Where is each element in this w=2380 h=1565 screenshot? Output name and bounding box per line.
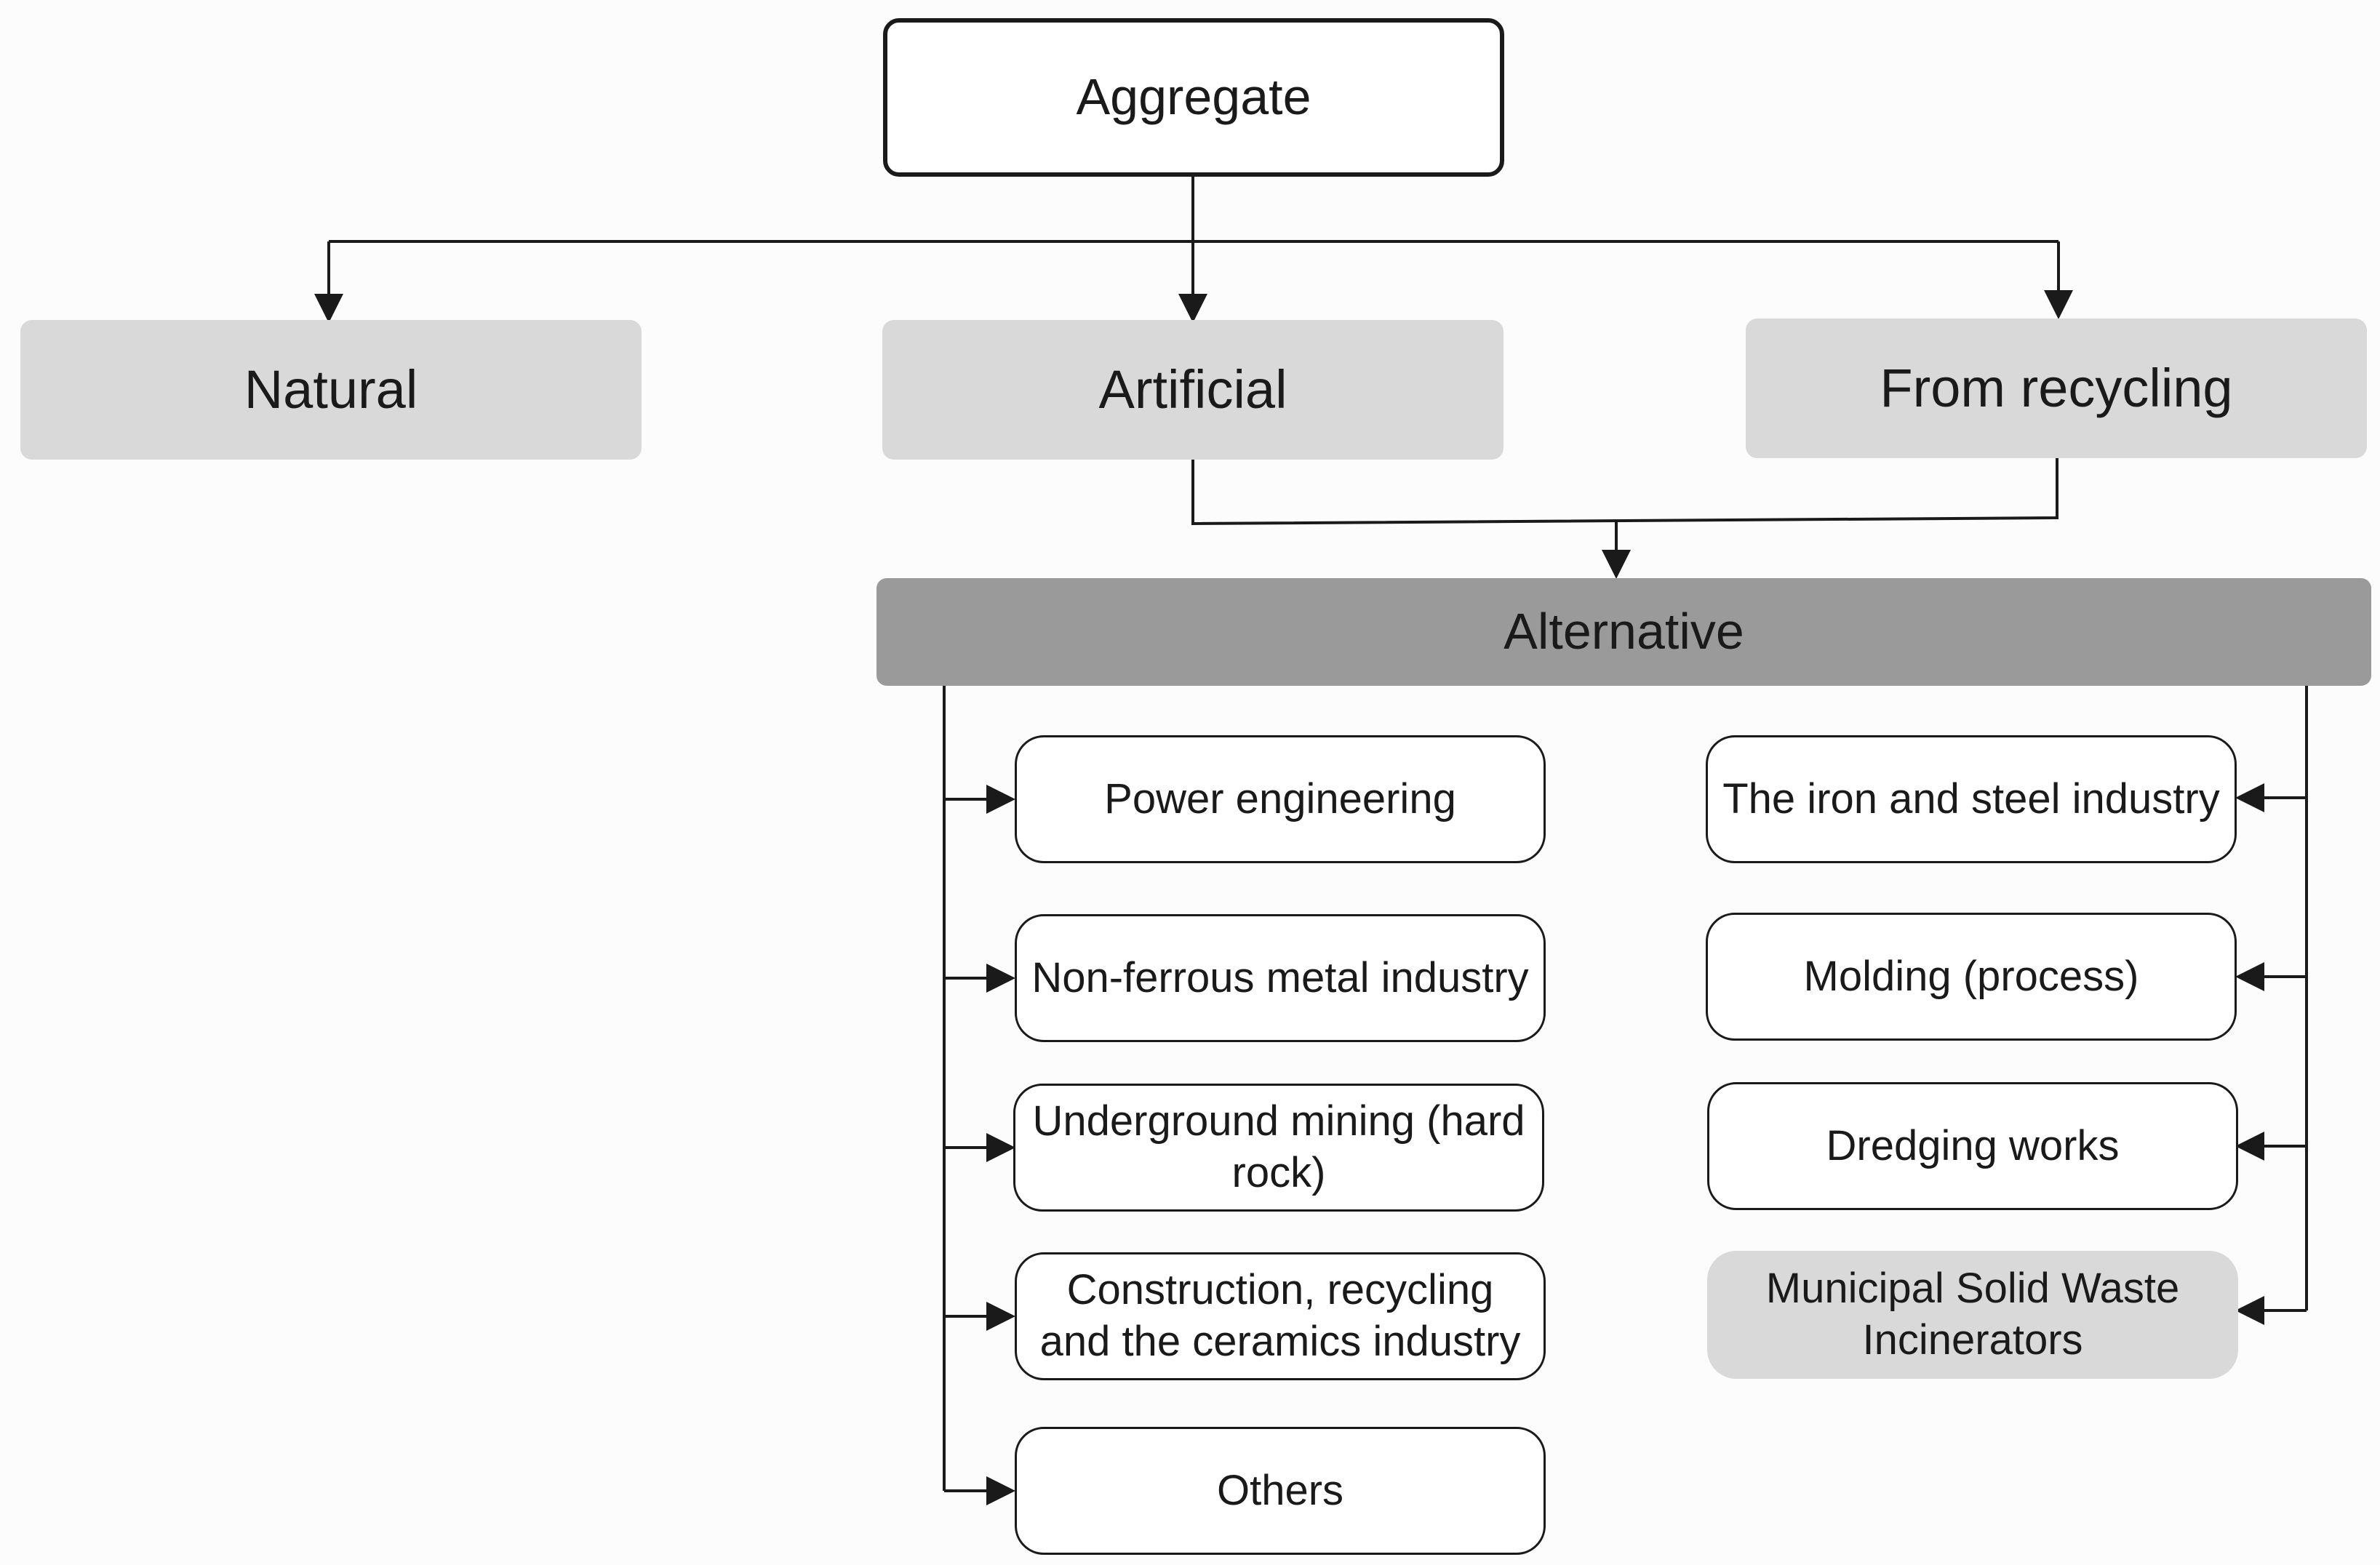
source-others: Others — [1015, 1427, 1546, 1555]
source-power-engineering: Power engineering — [1015, 735, 1546, 863]
source-msw-incinerators: Municipal Solid Waste Incinerators — [1707, 1251, 2238, 1379]
alternative-box: Alternative — [876, 578, 2371, 686]
source-dredging-works: Dredging works — [1707, 1082, 2238, 1210]
category-natural: Natural — [20, 320, 642, 460]
source-non-ferrous-metal: Non-ferrous metal industry — [1015, 914, 1546, 1042]
category-from-recycling: From recycling — [1746, 319, 2367, 458]
source-construction-ceramics: Construction, recycling and the ceramics… — [1015, 1252, 1546, 1380]
source-molding-process: Molding (process) — [1706, 913, 2237, 1041]
merge-line — [1191, 458, 2058, 526]
aggregate-root-box: Aggregate — [883, 18, 1504, 177]
source-iron-and-steel: The iron and steel industry — [1706, 735, 2237, 863]
category-artificial: Artificial — [882, 320, 1504, 460]
source-underground-mining: Underground mining (hard rock) — [1013, 1084, 1544, 1212]
